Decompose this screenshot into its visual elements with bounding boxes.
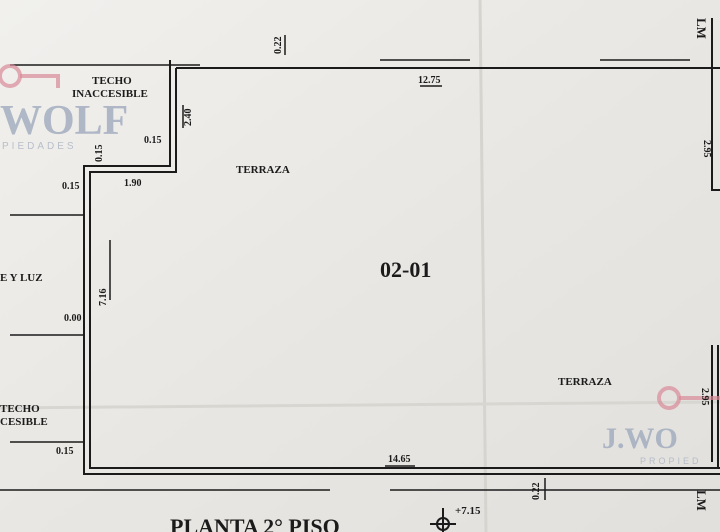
watermark-logo-left: WOLF PIEDADES [0, 64, 128, 152]
dimension-label: 2.95 [701, 140, 712, 158]
watermark-brand: WOLF [0, 98, 128, 144]
context-lines [0, 35, 720, 500]
dimension-label: 0.00 [64, 313, 82, 324]
boundary-label: LM [694, 18, 709, 39]
watermark-brand: J.WO [602, 422, 678, 455]
room-label: E Y LUZ [0, 272, 43, 284]
boundary-label: LM [694, 490, 709, 511]
paper-fold [478, 0, 488, 532]
dimension-label: 0.15 [56, 446, 74, 457]
dimension-label: 0.22 [531, 483, 542, 501]
paper-fold [0, 400, 720, 410]
watermark-logo-right: J.WO PROPIED [602, 386, 720, 466]
unit-walls [83, 18, 720, 475]
level-marker-icon [430, 508, 456, 532]
dimension-label: 0.22 [273, 37, 284, 55]
dimension-label: 14.65 [388, 454, 411, 465]
room-label: INACCESIBLE [72, 88, 148, 100]
watermark-sub: PROPIED [640, 456, 702, 466]
dimension-label: 2.40 [183, 109, 194, 127]
watermark-sub: PIEDADES [2, 141, 77, 152]
dimension-label: 1.90 [124, 178, 142, 189]
plan-title: PLANTA 2° PISO [170, 514, 340, 532]
dimension-label: 2.95 [699, 388, 710, 406]
level-label: +7.15 [455, 505, 481, 517]
dimension-label: 0.15 [94, 145, 105, 163]
room-label-terrace: TERRAZA [236, 164, 290, 176]
room-label: TECHO [0, 403, 40, 415]
room-label-terrace: TERRAZA [558, 376, 612, 388]
dimension-label: 12.75 [418, 75, 441, 86]
dimension-label: 0.15 [62, 181, 80, 192]
unit-id: 02-01 [380, 257, 431, 282]
room-label: TECHO [92, 75, 132, 87]
room-label: CESIBLE [0, 416, 48, 428]
dimension-label: 0.15 [144, 135, 162, 146]
dimension-label: 7.16 [98, 289, 109, 307]
